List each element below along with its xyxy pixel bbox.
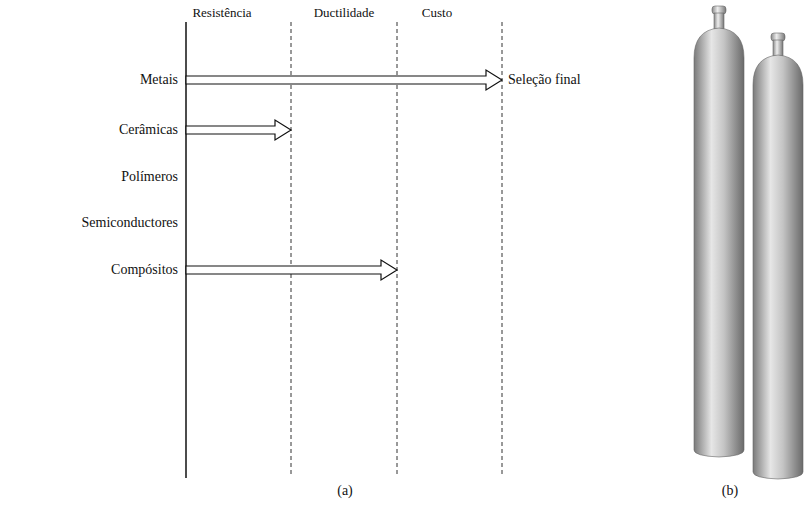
result-label: Seleção final [508,72,581,88]
column-header: Custo [422,6,452,21]
panel-label: (b) [722,483,738,499]
selection-arrow [186,70,502,90]
gas-cylinder [694,6,744,457]
column-divider [502,22,503,475]
column-header: Resistência [192,6,251,21]
axis-line [185,22,187,478]
material-class: Polímeros [121,169,178,185]
panel-label: (a) [337,483,353,499]
selection-arrow [186,120,291,140]
column-divider [397,22,398,475]
material-class: Cerâmicas [119,122,178,138]
material-class: Semiconductores [82,215,178,231]
selection-arrow [186,260,397,280]
material-class: Compósitos [111,262,178,278]
column-divider [291,22,292,475]
gas-cylinder [753,33,803,479]
column-header: Ductilidade [314,6,375,21]
material-class: Metais [140,72,178,88]
